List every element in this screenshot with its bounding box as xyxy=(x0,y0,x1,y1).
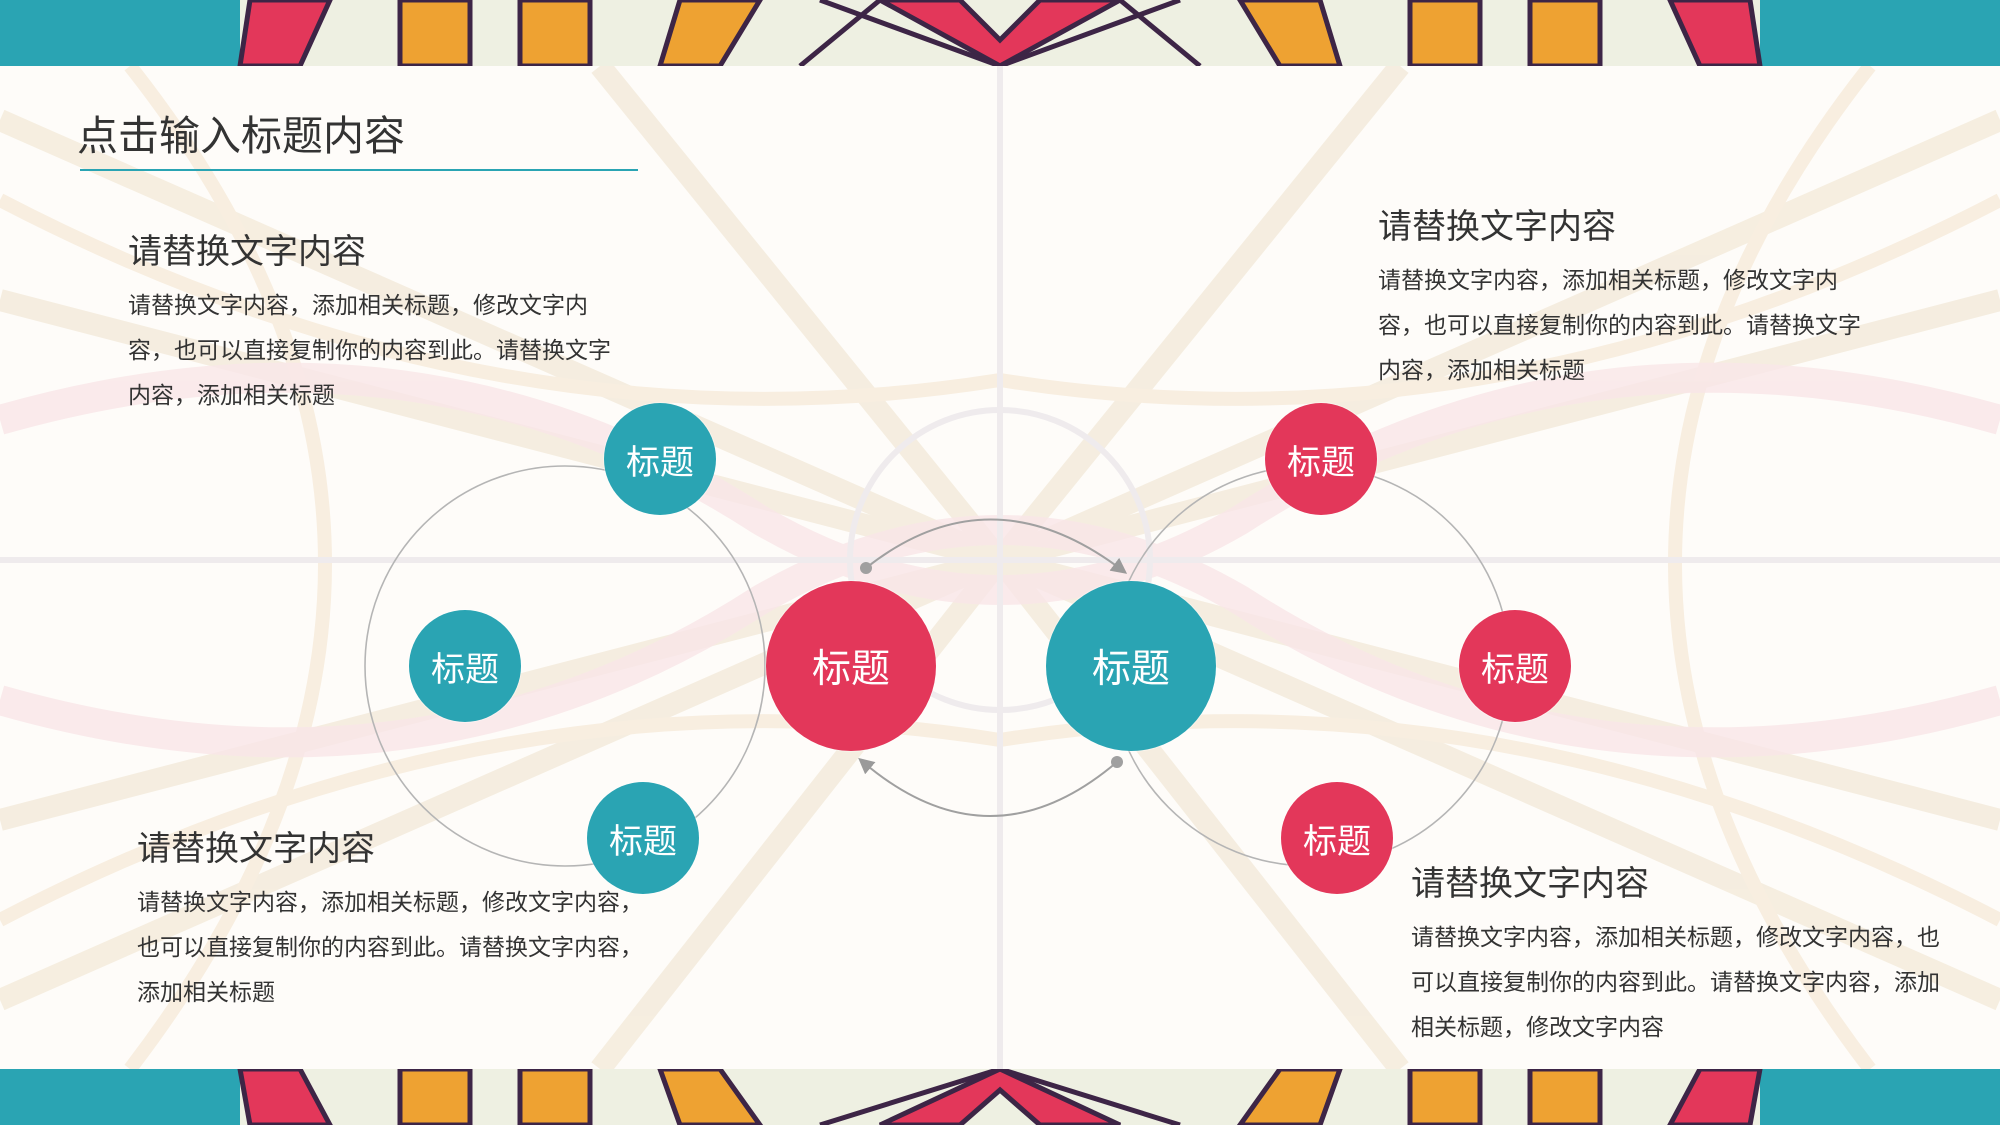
text-block-top-right: 请替换文字内容 请替换文字内容，添加相关标题，修改文字内容，也可以直接复制你的内… xyxy=(1378,205,1873,394)
text-block-bottom-right: 请替换文字内容 请替换文字内容，添加相关标题，修改文字内容，也可以直接复制你的内… xyxy=(1411,862,1951,1051)
slide-title: 点击输入标题内容 xyxy=(77,112,405,160)
connector-dot xyxy=(860,562,872,574)
faded-mandala-pattern xyxy=(0,66,2000,1069)
title-underline xyxy=(80,169,638,171)
bottom-pattern-band xyxy=(0,1069,2000,1125)
top-connector-arrow xyxy=(865,518,1128,574)
node-title-right-top: 标题 xyxy=(1265,403,1377,515)
top-pattern-band xyxy=(0,0,2000,66)
block-heading: 请替换文字内容 xyxy=(1378,207,1616,247)
center-title-right: 标题 xyxy=(1046,581,1216,751)
block-body: 请替换文字内容，添加相关标题，修改文字内容，也可以直接复制你的内容到此。请替换文… xyxy=(1411,925,1940,1041)
block-body: 请替换文字内容，添加相关标题，修改文字内容，也可以直接复制你的内容到此。请替换文… xyxy=(137,890,643,1006)
center-title-left: 标题 xyxy=(766,581,936,751)
block-body: 请替换文字内容，添加相关标题，修改文字内容，也可以直接复制你的内容到此。请替换文… xyxy=(1378,268,1861,384)
left-ring xyxy=(364,465,766,867)
text-block-top-left: 请替换文字内容 请替换文字内容，添加相关标题，修改文字内容，也可以直接复制你的内… xyxy=(128,230,618,419)
node-title-right-bottom: 标题 xyxy=(1281,782,1393,894)
block-body: 请替换文字内容，添加相关标题，修改文字内容，也可以直接复制你的内容到此。请替换文… xyxy=(128,293,611,409)
bottom-connector-arrow xyxy=(858,757,1118,817)
node-title-right-middle: 标题 xyxy=(1459,610,1571,722)
text-block-bottom-left: 请替换文字内容 请替换文字内容，添加相关标题，修改文字内容，也可以直接复制你的内… xyxy=(137,827,647,1016)
node-title-left-top: 标题 xyxy=(604,403,716,515)
node-title-left-bottom: 标题 xyxy=(587,782,699,894)
block-heading: 请替换文字内容 xyxy=(1411,864,1649,904)
block-heading: 请替换文字内容 xyxy=(137,829,375,869)
block-heading: 请替换文字内容 xyxy=(128,232,366,272)
node-title-left-middle: 标题 xyxy=(409,610,521,722)
connector-dot xyxy=(1111,756,1123,768)
